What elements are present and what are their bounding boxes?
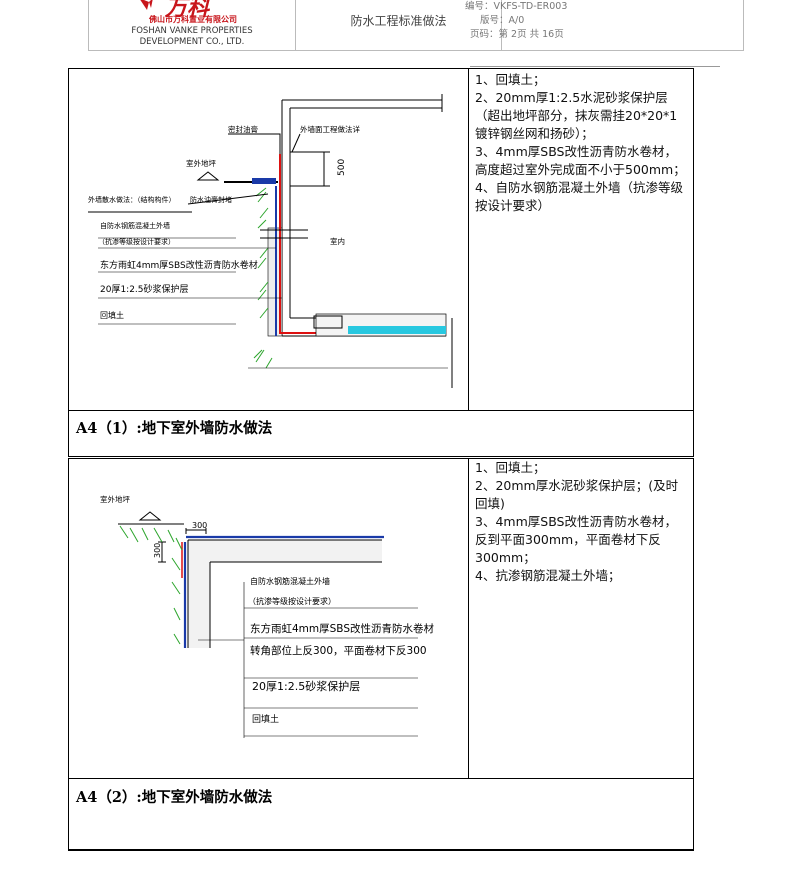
company-name-en-1: FOSHAN VANKE PROPERTIES	[131, 26, 253, 36]
company-name-cn: 佛山市万科置业有限公司	[149, 15, 237, 24]
section1-note-3: 3、4mm厚SBS改性沥青防水卷材，高度超过室外完成面不小于500mm；	[475, 144, 686, 177]
grass-hatch	[253, 187, 273, 369]
grade-marker-icon	[138, 511, 162, 521]
label-dim-v: 300	[153, 543, 162, 558]
section2-note-2: 2、20mm厚水泥砂浆保护层；(及时回填)	[475, 478, 679, 511]
document-header: 万科 佛山市万科置业有限公司 FOSHAN VANKE PROPERTIES D…	[88, 0, 744, 51]
membrane-line	[279, 154, 446, 334]
label-wall-top: 外墙面工程做法详	[300, 124, 360, 134]
section1-detail-drawing: 外墙面工程做法详 密封油膏 室外地坪 500 外墙散水做法：（结构构件） 防水油…	[88, 94, 453, 388]
section2-note-3: 3、4mm厚SBS改性沥青防水卷材，反到平面300mm，平面卷材下反300mm；	[475, 514, 677, 565]
company-block: 万科 佛山市万科置业有限公司 FOSHAN VANKE PROPERTIES D…	[89, 0, 296, 50]
section1-note-2: 2、20mm厚1:2.5水泥砂浆保护层（超出地坪部分，抹灰需挂20*20*1镀锌…	[475, 90, 678, 141]
doc-number: 编号：VKFS-TD-ER003	[465, 1, 568, 12]
label-wall-type: 自防水钢筋混凝土外墙	[250, 576, 330, 586]
logo-text: 万科	[165, 0, 210, 21]
section2-note-1: 1、回填土；	[475, 460, 546, 475]
vanke-logo-icon	[140, 0, 153, 10]
section2-caption: A4（2）:地下室外墙防水做法	[76, 789, 273, 806]
label-backfill: 回填土	[100, 310, 124, 320]
label-waterproof-end: 防水油膏封堵	[190, 195, 232, 204]
company-name-en-2: DEVELOPMENT CO., LTD.	[139, 37, 245, 47]
label-outdoor-grade: 室外地坪	[100, 494, 130, 504]
section1-notes: 1、回填土； 2、20mm厚1:2.5水泥砂浆保护层（超出地坪部分，抹灰需挂20…	[475, 71, 689, 215]
label-membrane: 东方雨虹4mm厚SBS改性沥青防水卷材	[100, 259, 258, 271]
label-backfill: 回填土	[252, 713, 279, 725]
label-membrane: 东方雨虹4mm厚SBS改性沥青防水卷材	[250, 622, 434, 635]
label-dim-500: 500	[337, 159, 347, 176]
section1-caption-rule	[68, 410, 694, 411]
label-mortar: 20厚1:2.5砂浆保护层	[252, 679, 360, 693]
bottom-rule	[68, 850, 694, 851]
section2-divider	[468, 458, 469, 778]
label-membrane-2: 转角部位上反300，平面卷材下反300	[250, 644, 427, 657]
section1-divider	[468, 68, 469, 410]
label-wall-type: 自防水钢筋混凝土外墙	[100, 221, 170, 230]
section2-note-4: 4、抗渗钢筋混凝土外墙；	[475, 568, 621, 583]
label-outdoor-grade: 室外地坪	[186, 158, 216, 168]
section1-frame	[68, 68, 694, 457]
page-number: 页码：第 2页 共 16页	[470, 29, 564, 40]
section1-note-1: 1、回填土；	[475, 72, 546, 87]
title-block: 防水工程标准做法	[296, 0, 502, 50]
section1-caption: A4（1）:地下室外墙防水做法	[76, 420, 273, 437]
doc-title: 防水工程标准做法	[350, 14, 447, 28]
section2-detail-drawing: 室外地坪 300 300 自防水钢筋混凝土外墙 （抗渗等级按设计要求） 东方雨虹…	[100, 494, 434, 738]
label-indoor: 室内	[330, 236, 345, 246]
upper-wall-outline	[281, 99, 442, 228]
doc-version: 版号：A/0	[480, 15, 525, 26]
grass-hatch	[119, 525, 183, 645]
label-wall-grade: （抗渗等级按设计要求）	[248, 596, 336, 606]
label-mortar: 20厚1:2.5砂浆保护层	[100, 283, 189, 295]
label-seal: 密封油膏	[228, 124, 258, 134]
label-dim-h: 300	[192, 521, 207, 530]
header-rule	[470, 66, 720, 67]
section2-notes: 1、回填土； 2、20mm厚水泥砂浆保护层；(及时回填) 3、4mm厚SBS改性…	[475, 459, 689, 585]
label-wall-grade: （抗渗等级按设计要求）	[98, 237, 175, 246]
section2-frame	[68, 458, 694, 850]
section2-caption-rule	[68, 778, 694, 779]
label-scattered-water: 外墙散水做法：（结构构件）	[88, 195, 176, 204]
waterproof-layer	[348, 326, 446, 334]
section1-note-4: 4、自防水钢筋混凝土外墙（抗渗等级按设计要求）	[475, 180, 683, 213]
grade-marker-icon	[196, 171, 220, 181]
